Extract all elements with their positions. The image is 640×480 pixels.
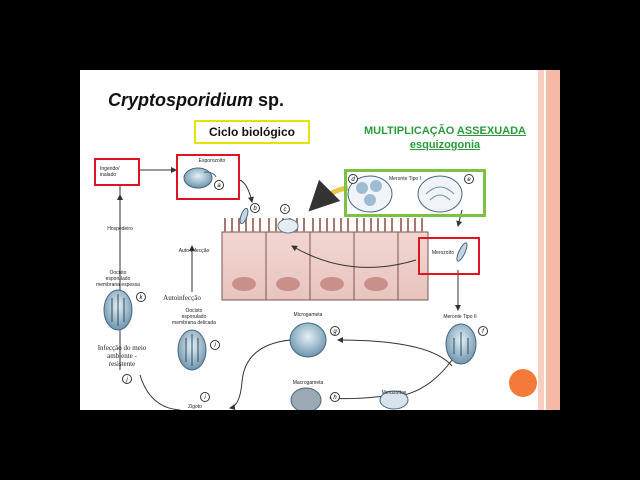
esporozoito-box <box>176 154 240 200</box>
slide: Cryptosporidium sp. Ciclo biológico MULT… <box>80 70 560 410</box>
oocisto-espesso-label: Oocisto esporulado membrana espessa <box>96 270 140 288</box>
life-cycle-diagram <box>103 167 477 410</box>
step-e-label: e <box>464 174 474 184</box>
slide-title: Cryptosporidium sp. <box>108 90 285 110</box>
oocisto-delicado-label: Oocisto esporulado membrana delicada <box>172 308 216 326</box>
meronte-tipo-i-box <box>344 169 486 217</box>
macrogameta-label: Macrogameta <box>292 380 324 386</box>
microgameta-label: Microgameta <box>293 312 323 318</box>
step-k-label: k <box>136 292 146 302</box>
esporozoito-label: Esporozoíto <box>198 158 226 164</box>
step-i-label: i <box>200 392 210 402</box>
ingerido-label: Ingerido/ inalado <box>100 166 120 178</box>
autoinfeccao-note: Autoinfecção <box>163 294 201 302</box>
hospedeiro-label: Hospedeiro <box>107 226 133 232</box>
step-f-label: f <box>478 326 488 336</box>
step-b-label: b <box>250 203 260 213</box>
stripe-decoration <box>546 70 560 410</box>
meronte-tipo-i-label: Meronte Tipo I <box>389 176 421 182</box>
merozoito-box <box>418 237 480 275</box>
step-h-label: h <box>330 392 340 402</box>
parasite-stages <box>103 167 477 410</box>
zigoto-label: Zigoto <box>188 404 202 410</box>
merozoito-label: Merozoíto <box>431 250 455 256</box>
meronte-tipo-ii-label: Meronte Tipo II <box>443 314 477 320</box>
auto-infeccao-label: Auto-infecção <box>178 248 210 254</box>
step-l-label: l <box>210 340 220 350</box>
orange-circle-decoration <box>509 369 537 397</box>
step-a-label: a <box>214 180 224 190</box>
step-d-label: d <box>348 174 358 184</box>
epithelium-cells <box>221 218 429 301</box>
step-c-label: c <box>280 204 290 214</box>
ciclo-biologico-label: Ciclo biológico <box>194 120 310 144</box>
infeccao-meio-note: Infecção do meio ambiente - resistente <box>97 344 147 368</box>
merozoitos-label: Merozoítos <box>381 390 407 396</box>
stripe-decoration <box>538 70 544 410</box>
step-j-label: j <box>122 374 132 384</box>
step-g-label: g <box>330 326 340 336</box>
ingerido-box <box>94 158 140 186</box>
